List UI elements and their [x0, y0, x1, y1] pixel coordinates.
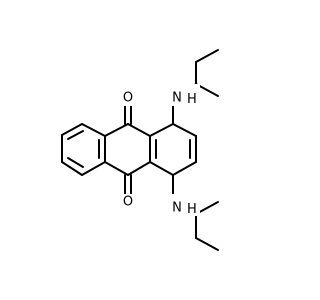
bond [172, 123, 197, 137]
molecule-canvas: O O N H N H [61, 49, 219, 251]
oxygen-atom-bottom: O [123, 195, 133, 210]
bond [195, 237, 219, 251]
bond [149, 123, 174, 137]
bonds [61, 49, 219, 251]
bond [81, 123, 106, 137]
nitrogen-atom-top: N [172, 91, 182, 106]
nitrogen-atom-bottom: N [172, 201, 182, 216]
bond [104, 123, 129, 137]
structure-svg: O O N H N H [61, 49, 219, 251]
bond [149, 161, 174, 176]
hydrogen-atom-bottom: H [187, 202, 197, 217]
bond [104, 161, 129, 176]
bond [67, 157, 84, 168]
bond [81, 161, 106, 176]
oxygen-atom-top: O [123, 91, 133, 106]
bond [61, 123, 83, 136]
bond [172, 161, 197, 176]
bond [61, 161, 83, 176]
bond [195, 49, 219, 63]
bond [127, 161, 151, 176]
hydrogen-atom-top: H [187, 92, 197, 107]
atom-labels: O O N H N H [120, 84, 200, 217]
bond [67, 130, 84, 140]
bond [127, 123, 151, 137]
